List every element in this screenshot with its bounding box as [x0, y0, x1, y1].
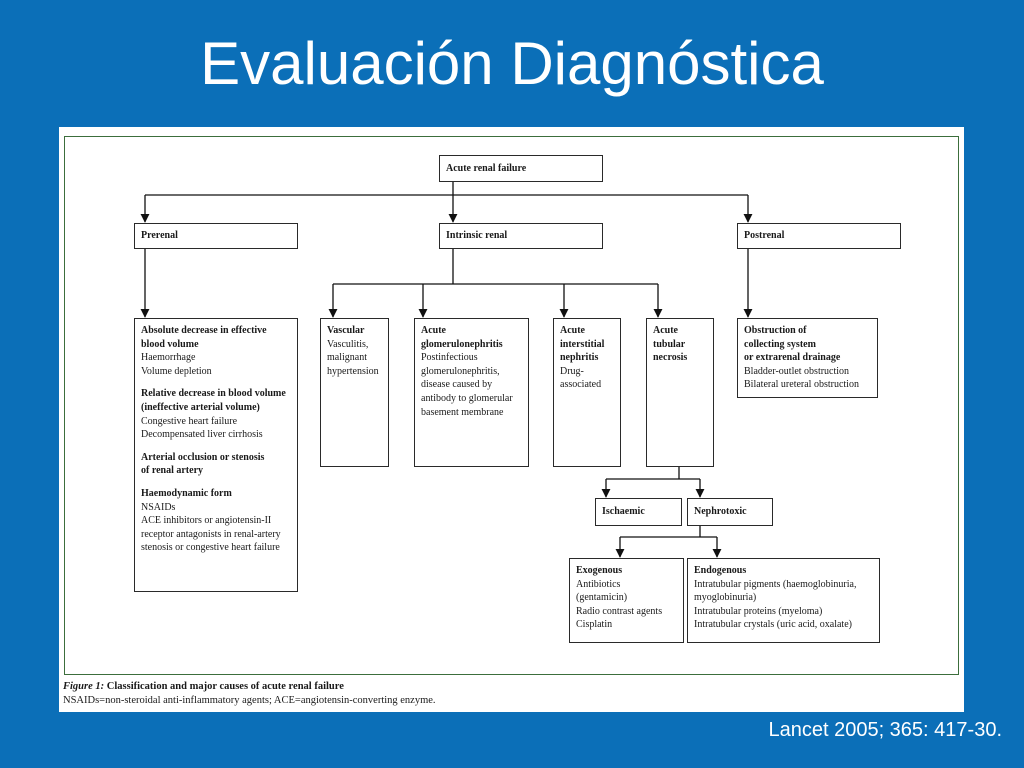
caption-title-text: Classification and major causes of acute…	[104, 681, 344, 692]
glomerulonephritis-heading: glomerulonephritis	[421, 338, 503, 350]
prerenal-item: Decompensated liver cirrhosis	[141, 429, 263, 441]
glomerulonephritis-item: glomerulonephritis,	[421, 365, 500, 377]
endogenous-item: Intratubular pigments (haemoglobinuria,	[694, 578, 857, 590]
vascular-item: hypertension	[327, 365, 379, 377]
vascular-heading: Vascular	[327, 325, 365, 336]
vascular-item: malignant	[327, 352, 367, 364]
node-vascular: Vascular Vasculitis, malignant hypertens…	[320, 318, 389, 467]
connector-lines	[140, 182, 753, 558]
slide-title: Evaluación Diagnóstica	[200, 30, 824, 97]
figure-panel: Acute renal failure Prerenal Intrinsic r…	[59, 127, 964, 712]
prerenal-item: Volume depletion	[141, 365, 212, 377]
postrenal-heading: Obstruction of	[744, 325, 807, 336]
tubular-heading: tubular	[653, 338, 686, 350]
tubular-heading: necrosis	[653, 352, 688, 364]
exogenous-heading: Exogenous	[576, 565, 623, 576]
node-postrenal-label: Postrenal	[744, 230, 785, 242]
interstitial-heading: nephritis	[560, 352, 599, 364]
node-acute-interstitial-nephritis: Acute interstitial nephritis Drug- assoc…	[553, 318, 621, 467]
node-intrinsic-renal-label: Intrinsic renal	[446, 230, 508, 242]
glomerulonephritis-item: Postinfectious	[421, 352, 478, 364]
prerenal-heading: (ineffective arterial volume)	[141, 401, 260, 413]
endogenous-item: myoglobinuria)	[694, 592, 757, 604]
exogenous-item: Radio contrast agents	[576, 605, 663, 617]
node-endogenous: Endogenous Intratubular pigments (haemog…	[687, 558, 880, 643]
prerenal-heading: of renal artery	[141, 465, 204, 477]
endogenous-item: Intratubular crystals (uric acid, oxalat…	[694, 619, 852, 631]
tubular-heading: Acute	[653, 325, 678, 336]
node-prerenal-causes: Absolute decrease in effective blood vol…	[134, 318, 298, 592]
prerenal-heading: Relative decrease in blood volume	[141, 388, 286, 400]
glomerulonephritis-item: basement membrane	[421, 406, 504, 418]
node-acute-glomerulonephritis: Acute glomerulonephritis Postinfectious …	[414, 318, 529, 467]
exogenous-item: Antibiotics	[576, 578, 621, 590]
node-acute-renal-failure-label: Acute renal failure	[446, 162, 527, 174]
prerenal-item: Congestive heart failure	[141, 415, 238, 427]
prerenal-item: NSAIDs	[141, 501, 176, 513]
endogenous-item: Intratubular proteins (myeloma)	[694, 605, 823, 617]
interstitial-heading: Acute	[560, 325, 585, 336]
node-nephrotoxic-label: Nephrotoxic	[694, 506, 747, 518]
exogenous-item: Cisplatin	[576, 619, 613, 631]
node-acute-tubular-necrosis: Acute tubular necrosis	[646, 318, 714, 467]
prerenal-heading: Haemodynamic form	[141, 487, 232, 499]
caption-figure-label: Figure 1:	[63, 681, 105, 692]
diagram-frame	[64, 136, 959, 675]
node-ischaemic: Ischaemic	[595, 498, 682, 526]
node-postrenal-causes: Obstruction of collecting system or extr…	[737, 318, 878, 398]
figure-caption: Figure 1: Classification and major cause…	[63, 680, 953, 708]
caption-note: NSAIDs=non-steroidal anti-inflammatory a…	[63, 695, 436, 706]
prerenal-item: receptor antagonists in renal-artery	[141, 528, 281, 540]
node-postrenal: Postrenal	[737, 223, 901, 249]
endogenous-heading: Endogenous	[694, 565, 747, 576]
node-exogenous: Exogenous Antibiotics (gentamicin) Radio…	[569, 558, 684, 643]
node-prerenal: Prerenal	[134, 223, 298, 249]
interstitial-item: Drug-	[560, 365, 584, 377]
prerenal-item: stenosis or congestive heart failure	[141, 542, 280, 554]
postrenal-item: Bilateral ureteral obstruction	[744, 379, 859, 391]
interstitial-item: associated	[560, 379, 602, 391]
postrenal-item: Bladder-outlet obstruction	[744, 365, 850, 377]
caption-title: Figure 1: Classification and major cause…	[63, 681, 344, 692]
prerenal-heading: Absolute decrease in effective	[141, 325, 267, 336]
vascular-item: Vasculitis,	[327, 338, 369, 350]
node-acute-renal-failure: Acute renal failure	[439, 155, 603, 182]
prerenal-heading: Arterial occlusion or stenosis	[141, 451, 265, 463]
node-nephrotoxic: Nephrotoxic	[687, 498, 773, 526]
exogenous-item: (gentamicin)	[576, 592, 628, 604]
citation: Lancet 2005; 365: 417-30.	[768, 719, 1002, 741]
postrenal-heading: or extrarenal drainage	[744, 352, 841, 364]
interstitial-heading: interstitial	[560, 338, 605, 350]
glomerulonephritis-item: disease caused by	[421, 379, 493, 391]
node-intrinsic-renal: Intrinsic renal	[439, 223, 603, 249]
prerenal-heading: blood volume	[141, 338, 199, 350]
glomerulonephritis-item: antibody to glomerular	[421, 392, 513, 404]
glomerulonephritis-heading: Acute	[421, 325, 446, 336]
postrenal-heading: collecting system	[744, 338, 816, 350]
node-ischaemic-label: Ischaemic	[602, 506, 645, 518]
prerenal-item: Haemorrhage	[141, 352, 196, 364]
node-prerenal-label: Prerenal	[141, 230, 178, 242]
prerenal-item: ACE inhibitors or angiotensin-II	[141, 515, 272, 527]
